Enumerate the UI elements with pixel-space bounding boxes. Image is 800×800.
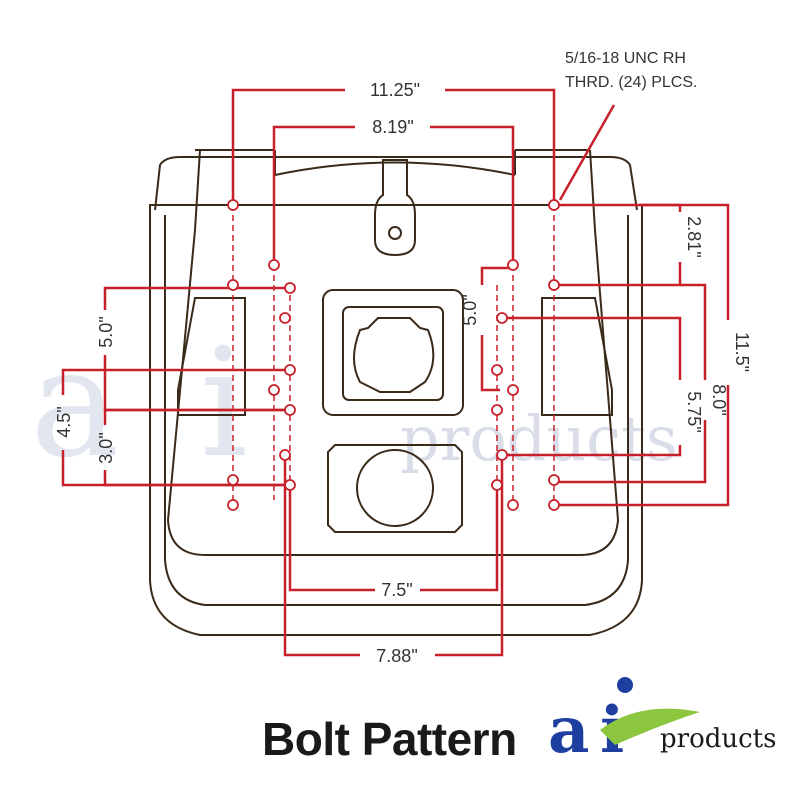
left-pocket xyxy=(177,297,246,416)
dim-line-8-19 xyxy=(272,125,355,265)
thread-leader xyxy=(558,104,616,201)
dim-line-11-25-right xyxy=(445,88,556,205)
bolt-hole xyxy=(284,404,296,416)
bolt-hole xyxy=(507,499,519,511)
bolt-hole xyxy=(491,364,503,376)
dim-line-5-75-b xyxy=(500,445,682,457)
dim-line-7-88 xyxy=(283,455,360,657)
svg-text:&: & xyxy=(578,705,592,724)
bolt-hole xyxy=(548,279,560,291)
dimension-lines xyxy=(61,88,730,657)
watermark-text: products xyxy=(400,402,678,475)
svg-text:a: a xyxy=(548,693,589,768)
dimension-labels: 11.25" 8.19" 5/16-18 UNC RH THRD. (24) P… xyxy=(54,50,752,666)
bolt-hole xyxy=(284,364,296,376)
bolt-hole xyxy=(548,474,560,486)
seat-outline xyxy=(149,149,643,636)
bolt-hole xyxy=(496,312,508,324)
bolt-hole xyxy=(491,404,503,416)
label-11-25: 11.25" xyxy=(370,80,420,100)
bolt-hole xyxy=(227,499,239,511)
label-11-5: 11.5" xyxy=(732,332,752,372)
label-7-5: 7.5" xyxy=(381,580,412,600)
label-8-0: 8.0" xyxy=(709,384,729,415)
label-thread-line1: 5/16-18 UNC RH xyxy=(565,50,686,67)
seat-back-top xyxy=(154,156,638,211)
seat-shell xyxy=(149,204,643,636)
dim-line-left-5-0-b xyxy=(103,355,290,412)
label-left-3-0: 3.0" xyxy=(96,432,116,463)
caption-bolt-pattern: Bolt Pattern xyxy=(262,713,517,765)
bolt-hole xyxy=(227,199,239,211)
dim-line-2-81-b xyxy=(556,262,682,287)
seat-inner-pan xyxy=(166,149,620,556)
bolt-hole xyxy=(268,259,280,271)
label-thread-line2: THRD. (24) PLCS. xyxy=(565,74,697,91)
bolt-hole xyxy=(548,499,560,511)
bolt-hole xyxy=(279,312,291,324)
dim-line-center-5-0 xyxy=(480,266,513,285)
bolt-hole xyxy=(227,474,239,486)
center-adjuster-knob xyxy=(353,317,435,393)
bolt-hole xyxy=(268,384,280,396)
bolt-hole xyxy=(491,479,503,491)
center-box-outer xyxy=(322,289,464,416)
logo-products-text: products xyxy=(660,724,777,754)
label-center-5-0: 5.0" xyxy=(460,294,480,325)
dim-line-8-19-right xyxy=(430,125,515,265)
lower-box xyxy=(327,444,463,533)
label-7-88: 7.88" xyxy=(376,646,417,666)
watermark: a i products xyxy=(30,317,678,491)
label-8-19: 8.19" xyxy=(372,117,413,137)
bolt-hole xyxy=(496,449,508,461)
right-pocket xyxy=(541,297,613,416)
bolt-hole xyxy=(284,282,296,294)
label-left-4-5: 4.5" xyxy=(54,406,74,437)
label-5-75: 5.75" xyxy=(684,391,704,432)
dim-line-center-5-0-b xyxy=(480,335,500,392)
dim-line-7-5-b xyxy=(420,485,499,592)
a-and-i-logo-icon: a i & xyxy=(548,677,700,768)
dim-line-7-88-b xyxy=(435,455,504,657)
bolt-hole xyxy=(507,384,519,396)
bolt-holes xyxy=(227,199,560,511)
latch-hole xyxy=(388,226,402,240)
label-left-5-0: 5.0" xyxy=(96,316,116,347)
seat-inner-lip xyxy=(164,215,629,606)
bolt-hole xyxy=(284,479,296,491)
dim-line-11-5-b xyxy=(556,385,730,507)
bolt-hole xyxy=(548,199,560,211)
dim-line-7-5 xyxy=(288,485,375,592)
dim-line-left-4-5 xyxy=(61,368,290,395)
watermark-i-icon: i xyxy=(200,317,248,491)
bolt-hole xyxy=(279,449,291,461)
latch-tab xyxy=(374,159,416,257)
dim-line-11-5 xyxy=(640,203,730,320)
bolt-hole xyxy=(227,279,239,291)
dim-line-8-0-b xyxy=(556,420,707,484)
bolt-hole xyxy=(507,259,519,271)
lower-circle xyxy=(356,449,434,527)
center-box-inner xyxy=(342,306,444,401)
top-panel xyxy=(274,161,516,176)
label-2-81: 2.81" xyxy=(684,216,704,257)
dim-line-8-0 xyxy=(680,283,707,380)
dim-line-5-75 xyxy=(500,316,682,380)
dim-line-left-3-0 xyxy=(103,408,290,425)
dim-line-left-3-0-b xyxy=(103,470,290,487)
dim-line-11-25 xyxy=(231,88,345,205)
